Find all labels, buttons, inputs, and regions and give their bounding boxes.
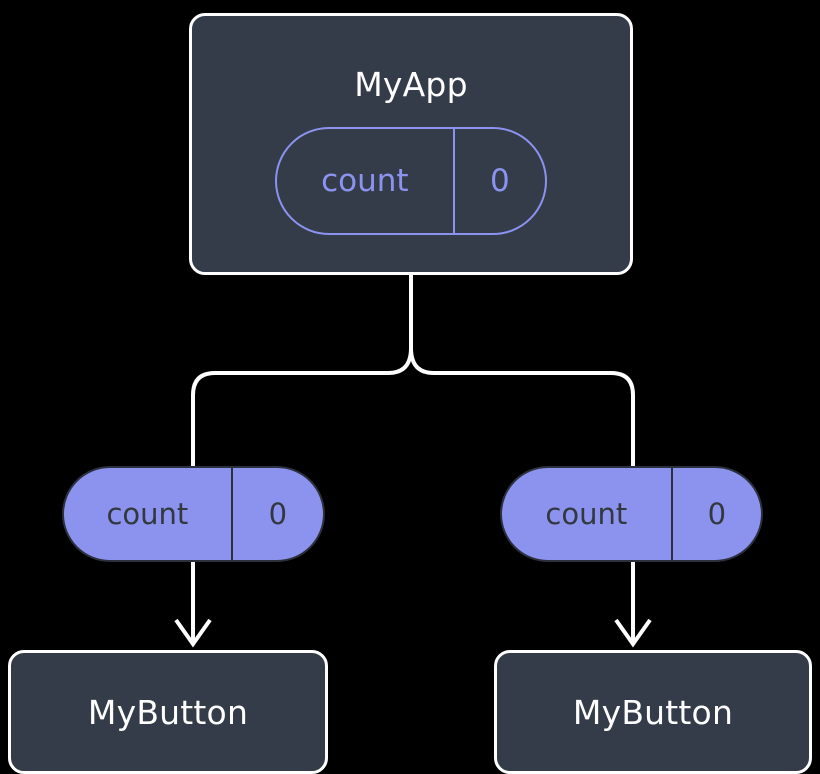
component-node-mybutton-left[interactable]: MyButton (8, 650, 328, 774)
arrow-head-right-icon (614, 618, 652, 648)
prop-pill-left[interactable]: count 0 (62, 466, 325, 562)
prop-pill-right-key: count (502, 468, 673, 560)
prop-pill-left-key: count (64, 468, 233, 560)
state-pill-myapp[interactable]: count 0 (275, 127, 547, 235)
wire-branch-left (191, 347, 413, 466)
prop-pill-right[interactable]: count 0 (500, 466, 763, 562)
state-pill-value: 0 (489, 162, 510, 199)
component-title-myapp: MyApp (354, 65, 468, 104)
component-node-mybutton-right[interactable]: MyButton (494, 650, 812, 774)
wire-branch-right (409, 347, 635, 466)
component-title-mybutton-right: MyButton (572, 692, 734, 732)
component-title-mybutton-left: MyButton (87, 692, 249, 732)
prop-pill-left-value: 0 (268, 496, 288, 531)
prop-pill-right-value: 0 (707, 496, 727, 531)
state-pill-key: count (277, 129, 455, 233)
arrow-head-left-icon (174, 618, 212, 648)
